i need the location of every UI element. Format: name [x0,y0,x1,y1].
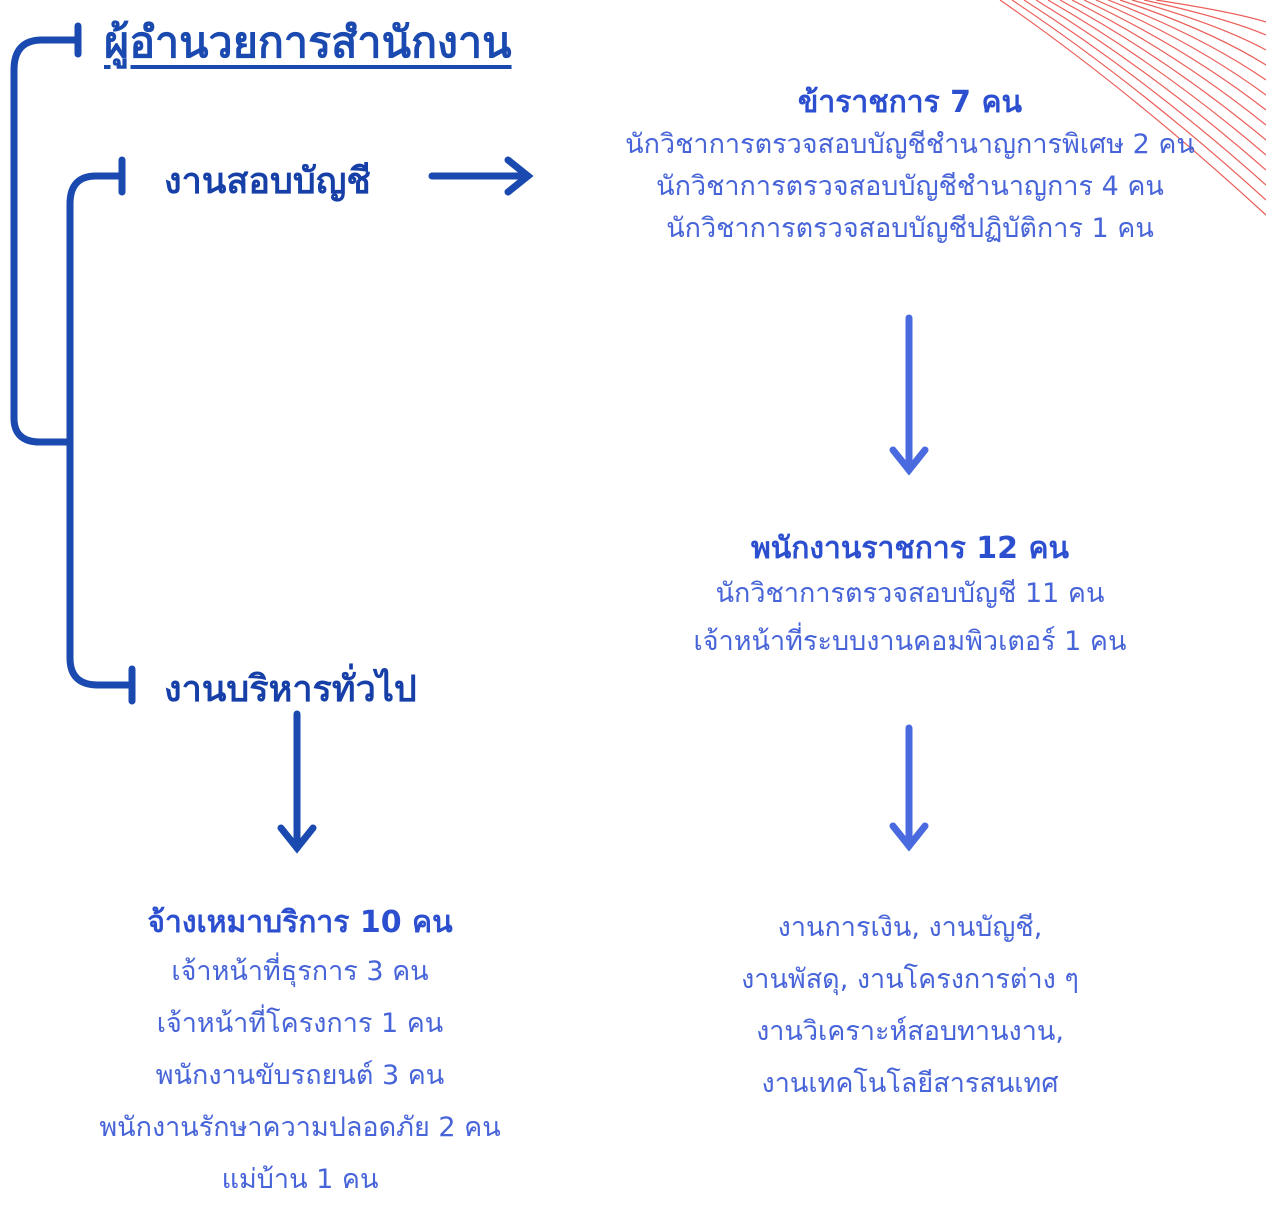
general-tasks-line: งานการเงิน, งานบัญชี, [777,912,1043,943]
arrow-audit-to-civil [428,156,534,196]
government-employees-line: นักวิชาการตรวจสอบบัญชี 11 คน [715,578,1105,609]
arrow-civil-to-gov [889,314,929,476]
contract-staff-block: จ้างเหมาบริการ 10 คน เจ้าหน้าที่ธุรการ 3… [20,900,580,1206]
arrow-gov-to-tasks [889,724,929,852]
bracket-main [10,36,82,446]
general-tasks-line: งานพัสดุ, งานโครงการต่าง ๆ [741,964,1079,995]
section-general: งานบริหารทั่วไป [164,669,417,710]
government-employees-line: เจ้าหน้าที่ระบบงานคอมพิวเตอร์ 1 คน [693,626,1127,657]
arrow-general-down [277,710,317,854]
general-tasks-line: งานวิเคราะห์สอบทานงาน, [756,1016,1064,1047]
civil-servants-heading: ข้าราชการ 7 คน [797,85,1023,120]
contract-staff-heading: จ้างเหมาบริการ 10 คน [147,905,453,940]
page-title: ผู้อำนวยการสำนักงาน [104,18,512,68]
civil-servants-line: นักวิชาการตรวจสอบบัญชีปฏิบัติการ 1 คน [666,213,1154,244]
civil-servants-block: ข้าราชการ 7 คน นักวิชาการตรวจสอบบัญชีชำน… [555,82,1265,250]
contract-staff-line: แม่บ้าน 1 คน [221,1164,379,1195]
civil-servants-line: นักวิชาการตรวจสอบบัญชีชำนาญการพิเศษ 2 คน [625,129,1195,160]
section-audit: งานสอบบัญชี [164,161,371,202]
government-employees-block: พนักงานราชการ 12 คน นักวิชาการตรวจสอบบัญ… [600,528,1220,666]
civil-servants-line: นักวิชาการตรวจสอบบัญชีชำนาญการ 4 คน [656,171,1164,202]
contract-staff-line: เจ้าหน้าที่โครงการ 1 คน [156,1008,444,1039]
general-tasks-block: งานการเงิน, งานบัญชี, งานพัสดุ, งานโครงก… [640,902,1180,1110]
government-employees-heading: พนักงานราชการ 12 คน [750,531,1070,566]
contract-staff-line: พนักงานรักษาความปลอดภัย 2 คน [99,1112,501,1143]
bracket-sections [66,172,136,689]
contract-staff-line: พนักงานขับรถยนต์ 3 คน [155,1060,445,1091]
general-tasks-line: งานเทคโนโลยีสารสนเทศ [761,1068,1059,1099]
contract-staff-line: เจ้าหน้าที่ธุรการ 3 คน [171,956,429,987]
